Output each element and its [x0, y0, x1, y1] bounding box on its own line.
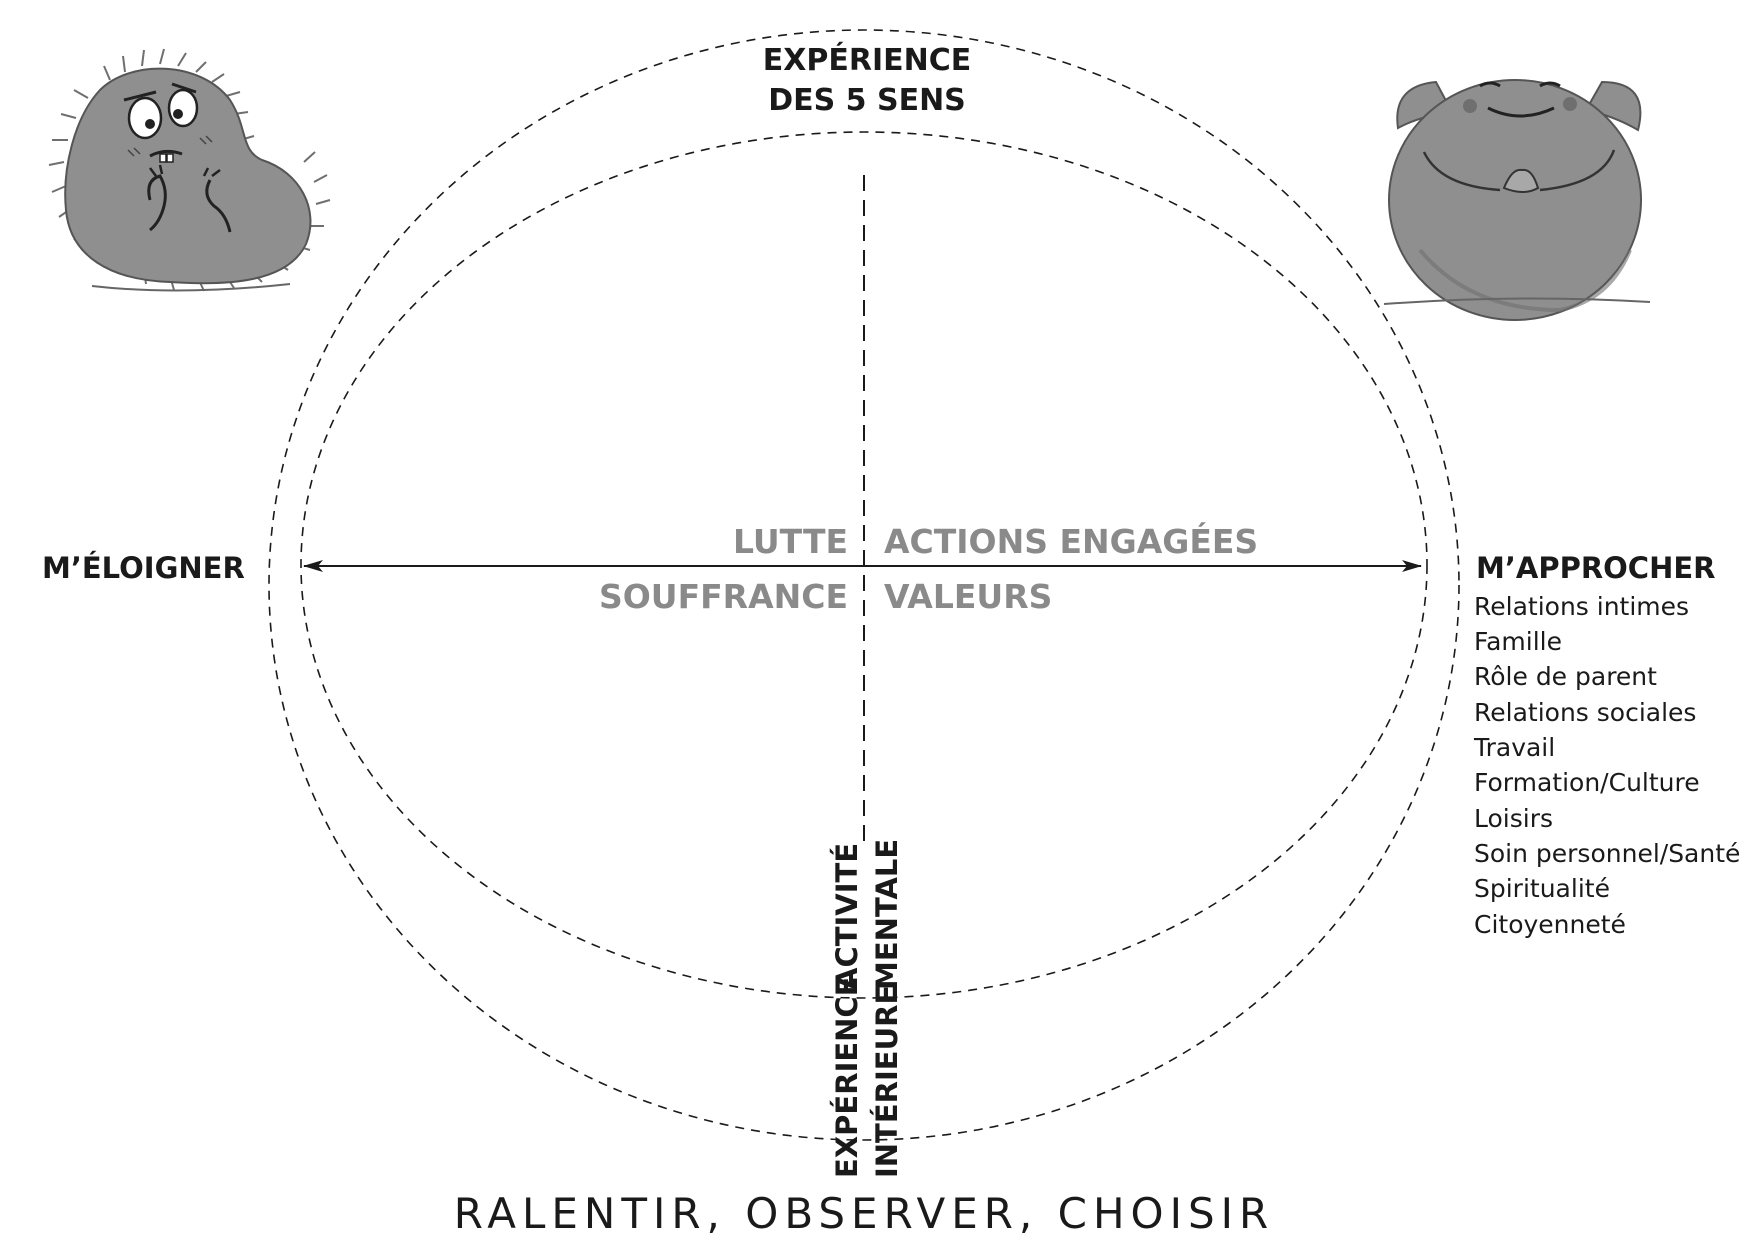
quadrant-lower-right: VALEURS — [884, 577, 1052, 616]
quadrant-upper-left: LUTTE — [733, 522, 848, 561]
vertical-label-mentale: MENTALE — [870, 839, 904, 990]
values-list-item: Rôle de parent — [1474, 662, 1657, 691]
outer-dashed-circle — [268, 29, 1460, 1141]
values-list-item: Relations intimes — [1474, 592, 1689, 621]
top-label-line1: EXPÉRIENCE — [763, 42, 971, 78]
left-label: M’ÉLOIGNER — [42, 551, 245, 585]
vertical-label-interieure: INTÉRIEURE — [870, 985, 904, 1178]
vertical-label-experience: EXPÉRIENCE — [830, 976, 864, 1178]
right-label: M’APPROCHER — [1476, 551, 1716, 585]
calm-round-creature-icon — [1383, 79, 1651, 321]
vertical-label-activite: ACTIVITÉ — [830, 843, 864, 990]
values-list-item: Travail — [1473, 733, 1555, 762]
values-list: Relations intimes Famille Rôle de parent… — [1473, 592, 1740, 939]
values-list-item: Soin personnel/Santé — [1474, 839, 1740, 868]
quadrant-lower-left: SOUFFRANCE — [599, 577, 848, 616]
values-list-item: Relations sociales — [1474, 698, 1696, 727]
footer-label: RALENTIR, OBSERVER, CHOISIR — [454, 1189, 1274, 1238]
quadrant-upper-right: ACTIONS ENGAGÉES — [884, 521, 1258, 561]
values-list-item: Famille — [1474, 627, 1562, 656]
values-list-item: Formation/Culture — [1474, 768, 1700, 797]
inner-dashed-circle — [300, 131, 1428, 999]
values-list-item: Loisirs — [1474, 804, 1553, 833]
values-list-item: Citoyenneté — [1474, 910, 1626, 939]
anxious-spiky-creature-icon — [48, 48, 331, 292]
top-label-line2: DES 5 SENS — [768, 83, 966, 118]
values-list-item: Spiritualité — [1474, 874, 1610, 903]
